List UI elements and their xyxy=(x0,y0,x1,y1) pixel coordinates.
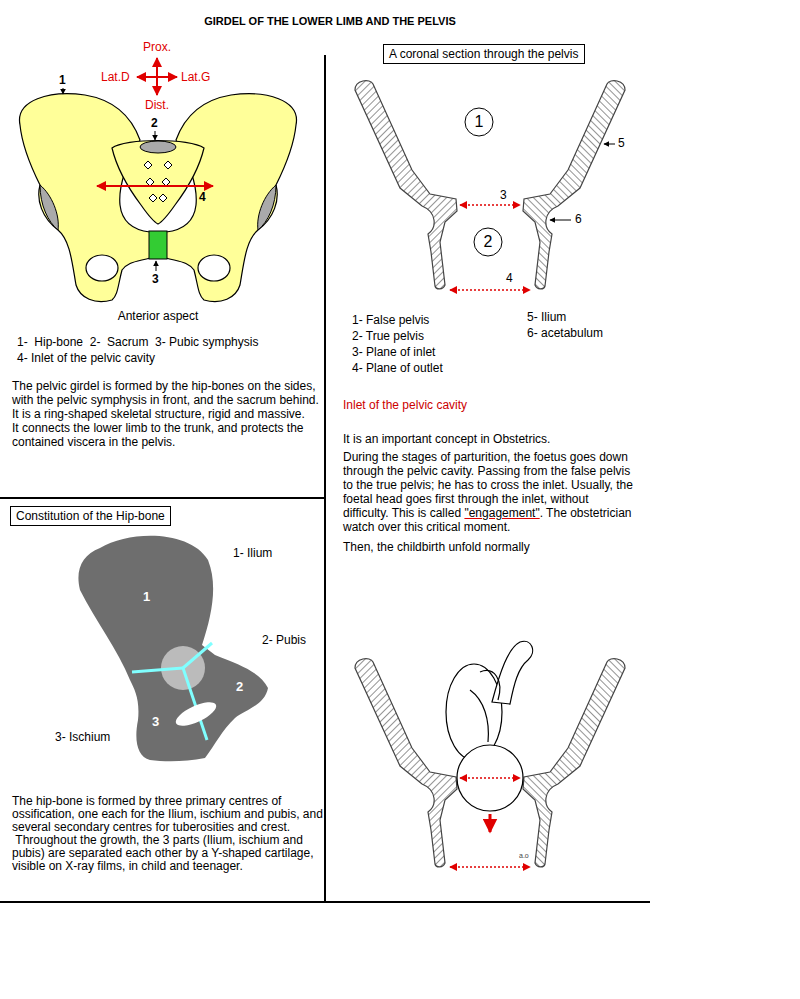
hip-bone xyxy=(20,94,150,302)
callout-number: 6 xyxy=(575,212,582,226)
node-text: 2 xyxy=(484,233,493,251)
pelvic-wall xyxy=(523,81,625,289)
key-term: "engagement" xyxy=(464,506,539,520)
label-text: 1- Hip-bone 2- Sacrum 3- Pubic symphysis xyxy=(17,335,258,349)
paragraph: During the stages of parturition, the fo… xyxy=(343,450,635,534)
pelvic-wall xyxy=(355,81,457,289)
pelvic-section xyxy=(355,659,625,867)
paragraph-text: The hip-bone is formed by three primary … xyxy=(12,794,326,834)
paragraph-text: It is a ring-shaped skeletal structure, … xyxy=(12,407,305,421)
paragraph: Then, the childbirth unfold normally xyxy=(343,540,635,554)
callout-number: 2 xyxy=(151,116,158,130)
paragraph-text: It connects the lower limb to the trunk,… xyxy=(12,421,307,449)
sacral-foramina xyxy=(144,161,172,202)
callout-number: 1 xyxy=(143,590,150,604)
label-text: 2- Pubis xyxy=(262,633,306,647)
divider-line xyxy=(0,901,650,903)
label-text: Anterior aspect xyxy=(118,309,199,323)
label-text: 1- Ilium xyxy=(233,546,272,560)
leader-arrow xyxy=(604,144,615,145)
foetus xyxy=(446,641,533,811)
paragraph-text: The pelvic girdel is formed by the hip-b… xyxy=(12,379,319,407)
callout-number: 2 xyxy=(236,680,243,694)
label-text: Inlet of the pelvic cavity xyxy=(343,398,467,412)
label-text: 5- Ilium xyxy=(527,310,566,324)
plane-arrow xyxy=(450,289,530,291)
label-text: 1- False pelvis xyxy=(352,313,429,327)
label-text: 3- Ischium xyxy=(55,730,110,744)
callout-number: 4 xyxy=(199,190,206,204)
label-text: Lat.D xyxy=(101,70,130,84)
label-text: 4- Inlet of the pelvic cavity xyxy=(17,351,155,365)
page-title: GIRDEL OF THE LOWER LIMB AND THE PELVIS xyxy=(0,14,660,28)
obturator-foramen xyxy=(173,697,220,730)
callout-number: 3 xyxy=(152,272,159,286)
label-text: Dist. xyxy=(145,98,169,112)
y-cartilage xyxy=(132,643,212,740)
sacral-promontory xyxy=(140,141,176,153)
circled-number: 1 xyxy=(464,107,494,137)
hip-bone-lateral xyxy=(78,536,268,762)
descent-arrow xyxy=(489,814,492,832)
divider-line xyxy=(324,55,326,902)
label-text: 4- Plane of outlet xyxy=(352,361,443,375)
paragraph: It connects the lower limb to the trunk,… xyxy=(12,421,320,449)
label-text: Prox. xyxy=(143,40,171,54)
circle-outline xyxy=(465,108,493,136)
plane-arrow xyxy=(460,204,520,206)
paragraph: It is an important concept in Obstetrics… xyxy=(343,432,635,446)
plane-arrow xyxy=(460,777,520,779)
node-text: Constitution of the Hip-bone xyxy=(16,509,165,523)
callout-number: 5 xyxy=(618,136,625,150)
callout-number: 3 xyxy=(152,715,159,729)
paragraph: The hip-bone is formed by three primary … xyxy=(12,795,323,834)
label-text: a.o xyxy=(519,852,529,860)
heading-box: A coronal section through the pelvis xyxy=(383,44,585,64)
paragraph: It is a ring-shaped skeletal structure, … xyxy=(12,407,320,421)
callout-number: 3 xyxy=(500,188,507,202)
sacrum xyxy=(112,141,204,225)
node-text: 1 xyxy=(475,113,484,131)
divider-line xyxy=(0,497,325,499)
circled-number: 2 xyxy=(473,227,503,257)
label-text: 6- acetabulum xyxy=(527,326,603,340)
paragraph: Throughout the growth, the 3 parts (Iliu… xyxy=(12,834,323,873)
leader-arrow xyxy=(155,131,156,140)
callout-number: 4 xyxy=(506,271,513,285)
paragraph: The pelvic girdel is formed by the hip-b… xyxy=(12,379,320,407)
leader-arrow xyxy=(63,88,64,94)
leader-arrow xyxy=(156,261,157,271)
label-text: 3- Plane of inlet xyxy=(352,345,435,359)
circle-outline xyxy=(474,228,502,256)
text-block: It is an important concept in Obstetrics… xyxy=(343,432,635,554)
label-text: Lat.G xyxy=(181,70,210,84)
compass-arrow xyxy=(137,76,177,78)
hip-bone xyxy=(166,94,296,302)
heading-box: Constitution of the Hip-bone xyxy=(10,506,171,526)
leader-arrow xyxy=(550,220,571,221)
text-block: The hip-bone is formed by three primary … xyxy=(12,795,323,873)
label-text: 2- True pelvis xyxy=(352,329,424,343)
pubic-symphysis xyxy=(149,231,167,259)
plane-arrow xyxy=(450,866,530,868)
paragraph-text: Throughout the growth, the 3 parts (Iliu… xyxy=(12,833,317,873)
text-block: The pelvic girdel is formed by the hip-b… xyxy=(12,379,320,449)
paragraph-text: Then, the childbirth unfold normally xyxy=(343,540,530,554)
paragraph-text: It is an important concept in Obstetrics… xyxy=(343,432,550,446)
inlet-arrow xyxy=(97,185,213,187)
node-text: A coronal section through the pelvis xyxy=(389,47,578,61)
callout-number: 1 xyxy=(59,73,66,87)
